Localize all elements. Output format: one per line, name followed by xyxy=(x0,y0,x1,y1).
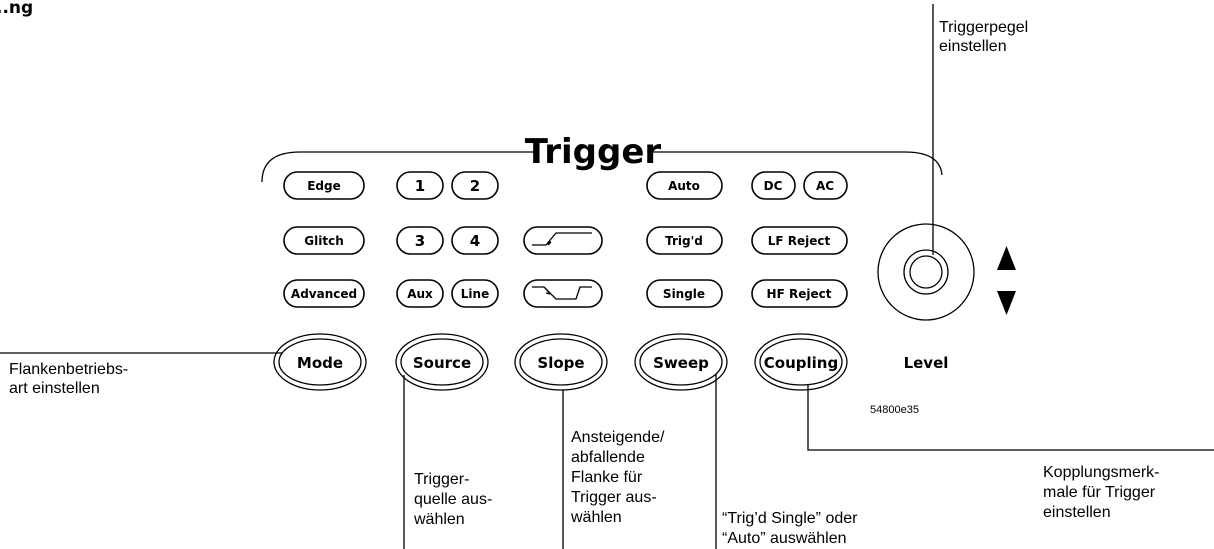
rising-edge-icon xyxy=(532,232,592,246)
coupling-button[interactable]: Coupling xyxy=(754,333,848,391)
svg-text:LF Reject: LF Reject xyxy=(768,234,831,248)
single-button[interactable]: Single xyxy=(646,279,723,308)
svg-text:Coupling: Coupling xyxy=(764,354,838,372)
trigd-button[interactable]: Trig'd xyxy=(646,226,723,255)
source-4-button[interactable]: 4 xyxy=(451,226,499,255)
svg-text:Trig'd: Trig'd xyxy=(665,234,703,248)
svg-text:DC: DC xyxy=(764,179,783,193)
coupling-callout-text: Kopplungsmerk- male für Trigger einstell… xyxy=(1043,464,1160,521)
sweep-button[interactable]: Sweep xyxy=(634,333,728,391)
advanced-button[interactable]: Advanced xyxy=(283,279,365,308)
ac-button[interactable]: AC xyxy=(803,171,848,200)
level-callout-text: Triggerpegel einstellen xyxy=(939,19,1029,55)
svg-text:Auto: Auto xyxy=(668,179,700,193)
svg-text:2: 2 xyxy=(470,177,480,195)
slope-callout-text: Ansteigende/ abfallende Flanke für Trigg… xyxy=(571,429,665,526)
svg-text:4: 4 xyxy=(470,232,480,250)
clipped-corner-text: ..ng xyxy=(0,0,33,18)
level-label: Level xyxy=(904,354,949,372)
hf-reject-button[interactable]: HF Reject xyxy=(751,279,848,308)
svg-text:1: 1 xyxy=(415,177,425,195)
svg-text:Line: Line xyxy=(461,287,489,301)
falling-edge-icon xyxy=(532,286,592,300)
glitch-button[interactable]: Glitch xyxy=(283,226,365,255)
svg-text:HF Reject: HF Reject xyxy=(767,287,832,301)
auto-button[interactable]: Auto xyxy=(646,171,723,200)
rising-slope-button[interactable] xyxy=(523,226,603,255)
svg-text:Source: Source xyxy=(413,354,471,372)
svg-text:Sweep: Sweep xyxy=(653,354,709,372)
lf-reject-button[interactable]: LF Reject xyxy=(751,226,848,255)
sweep-callout-text: “Trig’d Single” oder “Auto” auswählen xyxy=(722,510,858,547)
slope-button[interactable]: Slope xyxy=(514,333,608,391)
svg-text:3: 3 xyxy=(415,232,425,250)
figure-id: 54800e35 xyxy=(870,404,919,416)
mode-callout-text: Flankenbetriebs- art einstellen xyxy=(9,361,129,397)
edge-button[interactable]: Edge xyxy=(283,171,365,200)
mode-button[interactable]: Mode xyxy=(273,333,367,391)
level-knob[interactable] xyxy=(877,223,975,321)
source-2-button[interactable]: 2 xyxy=(451,171,499,200)
dc-button[interactable]: DC xyxy=(751,171,796,200)
source-3-button[interactable]: 3 xyxy=(396,226,444,255)
source-callout-text: Trigger- quelle aus- wählen xyxy=(414,471,493,528)
svg-text:Slope: Slope xyxy=(537,354,584,372)
svg-text:AC: AC xyxy=(816,179,834,193)
svg-text:Mode: Mode xyxy=(297,354,343,372)
panel-title: Trigger xyxy=(525,132,662,172)
svg-text:Aux: Aux xyxy=(407,287,433,301)
falling-slope-button[interactable] xyxy=(523,279,603,308)
level-up-arrow-icon xyxy=(997,246,1016,270)
svg-text:Advanced: Advanced xyxy=(291,287,357,301)
svg-text:Single: Single xyxy=(663,287,705,301)
source-button[interactable]: Source xyxy=(395,333,489,391)
aux-button[interactable]: Aux xyxy=(396,279,444,308)
falling-arrow-icon xyxy=(545,288,551,295)
source-1-button[interactable]: 1 xyxy=(396,171,444,200)
coupling-callout-line xyxy=(807,385,1214,451)
panel-frame xyxy=(261,151,943,183)
line-button[interactable]: Line xyxy=(451,279,499,308)
rising-arrow-icon xyxy=(547,240,552,246)
svg-text:Glitch: Glitch xyxy=(304,234,343,248)
level-down-arrow-icon xyxy=(997,291,1016,315)
svg-text:Edge: Edge xyxy=(307,179,341,193)
